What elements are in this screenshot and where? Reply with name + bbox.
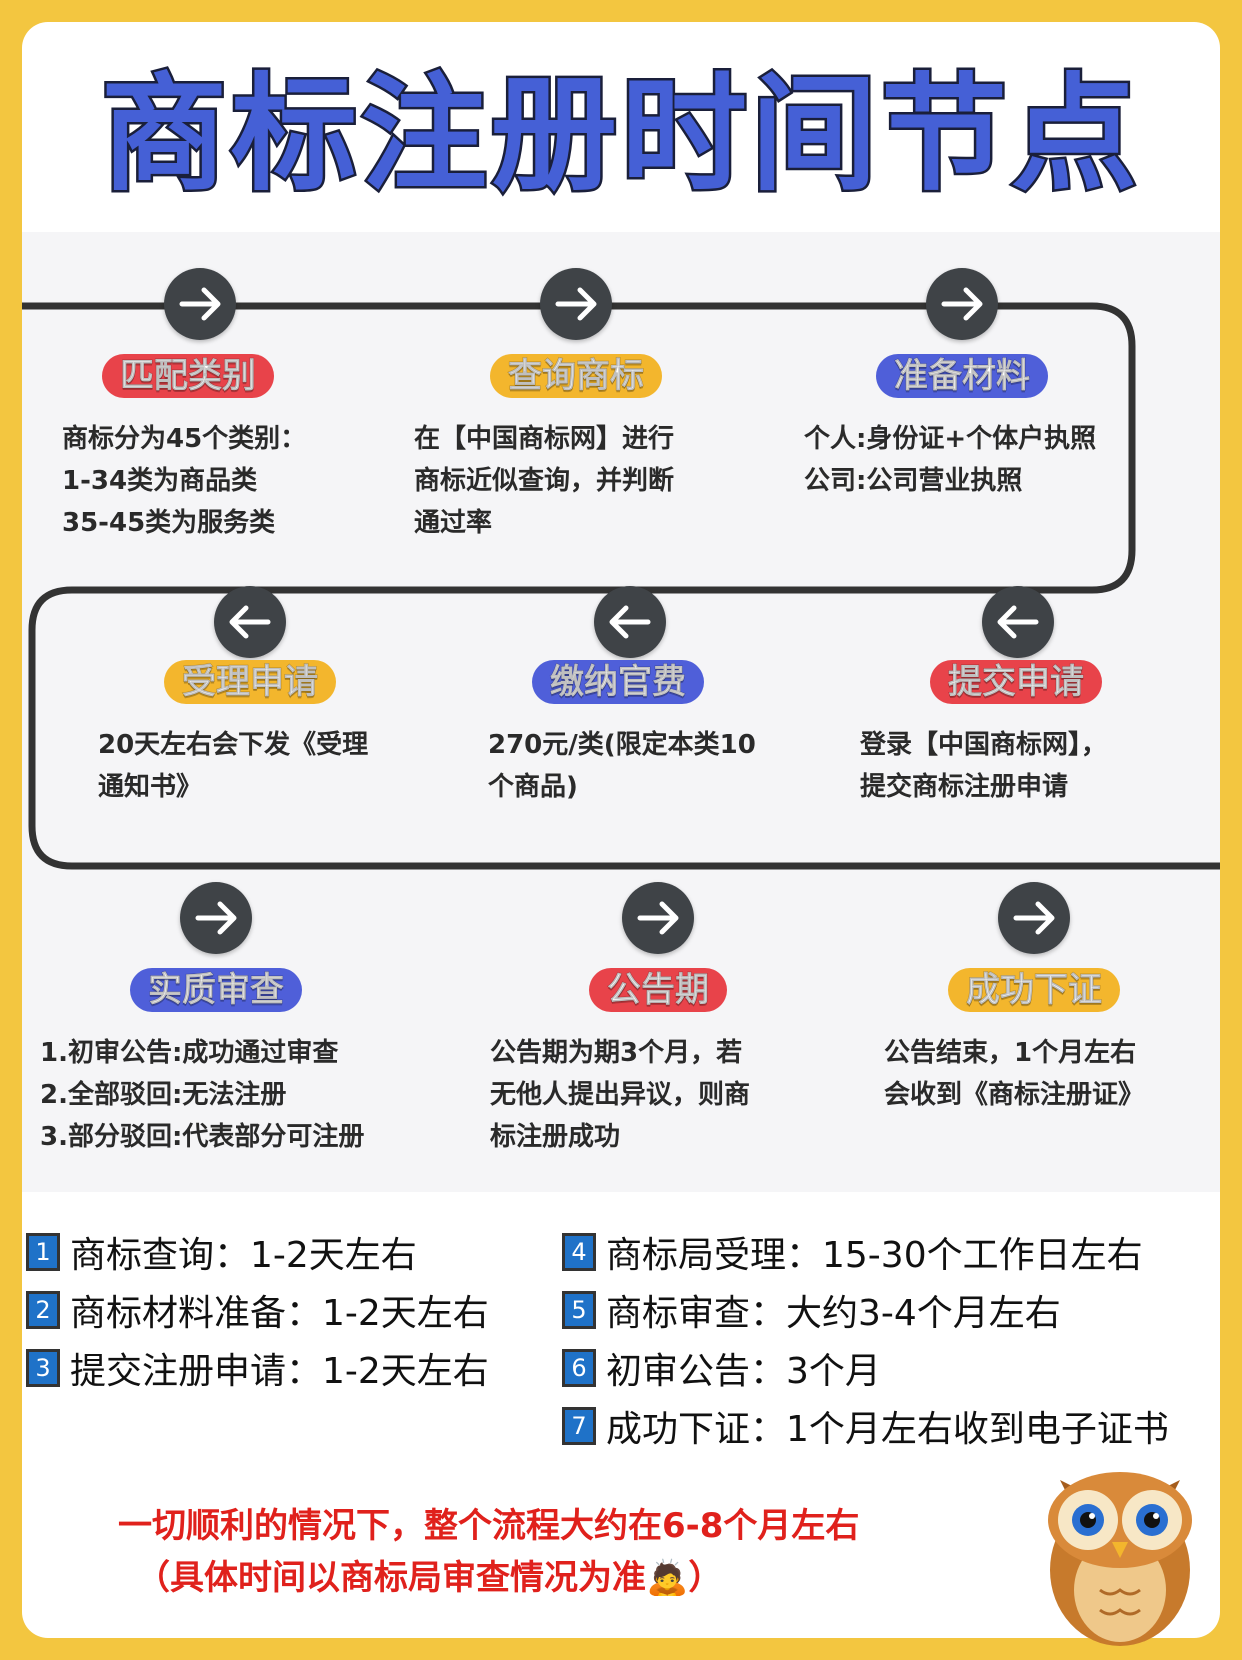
summary-item: 1 商标查询：1-2天左右	[26, 1229, 417, 1276]
arrow-left-icon	[214, 586, 286, 658]
arrow-left-icon	[594, 586, 666, 658]
step-label: 受理申请	[164, 660, 336, 704]
step-label: 准备材料	[876, 354, 1048, 398]
step-label: 提交申请	[930, 660, 1102, 704]
total-time-note: 一切顺利的情况下，整个流程大约在6-8个月左右	[118, 1506, 860, 1546]
arrow-right-icon	[926, 268, 998, 340]
summary-item: 6 初审公告：3个月	[562, 1345, 881, 1392]
summary-text: 商标材料准备：1-2天左右	[70, 1293, 489, 1334]
step-label: 匹配类别	[102, 354, 274, 398]
step-description: 个人:身份证+个体户执照 公司:公司营业执照	[804, 424, 1097, 496]
step-description: 公告结束，1个月左右 会收到《商标注册证》	[884, 1038, 1145, 1110]
summary-item: 3 提交注册申请：1-2天左右	[26, 1345, 489, 1392]
summary-text: 商标查询：1-2天左右	[70, 1235, 417, 1276]
step-description: 270元/类(限定本类10 个商品)	[488, 730, 756, 802]
arrow-left-icon	[982, 586, 1054, 658]
flow-path	[22, 302, 1220, 870]
step-description: 1.初审公告:成功通过审查 2.全部驳回:无法注册 3.部分驳回:代表部分可注册	[40, 1038, 365, 1152]
summary-number-badge: 4	[562, 1233, 596, 1271]
step-description: 公告期为期3个月，若 无他人提出异议，则商 标注册成功	[490, 1038, 751, 1152]
step-description: 商标分为45个类别： 1-34类为商品类 35-45类为服务类	[62, 424, 307, 538]
step-description: 登录【中国商标网】， 提交商标注册申请	[860, 730, 1108, 802]
arrow-right-icon	[164, 268, 236, 340]
summary-text: 成功下证：1个月左右收到电子证书	[606, 1409, 1169, 1450]
summary-text: 初审公告：3个月	[606, 1351, 881, 1392]
arrow-right-icon	[180, 882, 252, 954]
arrow-right-icon	[622, 882, 694, 954]
arrow-right-icon	[540, 268, 612, 340]
arrow-right-icon	[998, 882, 1070, 954]
summary-text: 商标局受理：15-30个工作日左右	[606, 1235, 1143, 1276]
step-label: 成功下证	[948, 968, 1120, 1012]
summary-number-badge: 7	[562, 1407, 596, 1445]
page-title: 商标注册时间节点	[99, 61, 1141, 208]
step-description: 20天左右会下发《受理 通知书》	[98, 730, 369, 802]
step-label: 实质审查	[130, 968, 302, 1012]
step-label: 查询商标	[490, 354, 662, 398]
summary-item: 7 成功下证：1个月左右收到电子证书	[562, 1403, 1169, 1450]
summary-text: 提交注册申请：1-2天左右	[70, 1351, 489, 1392]
summary-number-badge: 3	[26, 1349, 60, 1387]
summary-item: 5 商标审查：大约3-4个月左右	[562, 1287, 1061, 1334]
step-label: 公告期	[589, 968, 727, 1012]
summary-number-badge: 2	[26, 1291, 60, 1329]
summary-number-badge: 6	[562, 1349, 596, 1387]
step-label: 缴纳官费	[532, 660, 704, 704]
summary-item: 2 商标材料准备：1-2天左右	[26, 1287, 489, 1334]
note-remark: （具体时间以商标局审查情况为准🙇）	[136, 1558, 723, 1598]
summary-item: 4 商标局受理：15-30个工作日左右	[562, 1229, 1143, 1276]
summary-text: 商标审查：大约3-4个月左右	[606, 1293, 1061, 1334]
owl-mascot-icon	[1030, 1440, 1210, 1654]
step-description: 在【中国商标网】进行 商标近似查询，并判断 通过率	[414, 424, 675, 538]
summary-number-badge: 1	[26, 1233, 60, 1271]
summary-number-badge: 5	[562, 1291, 596, 1329]
